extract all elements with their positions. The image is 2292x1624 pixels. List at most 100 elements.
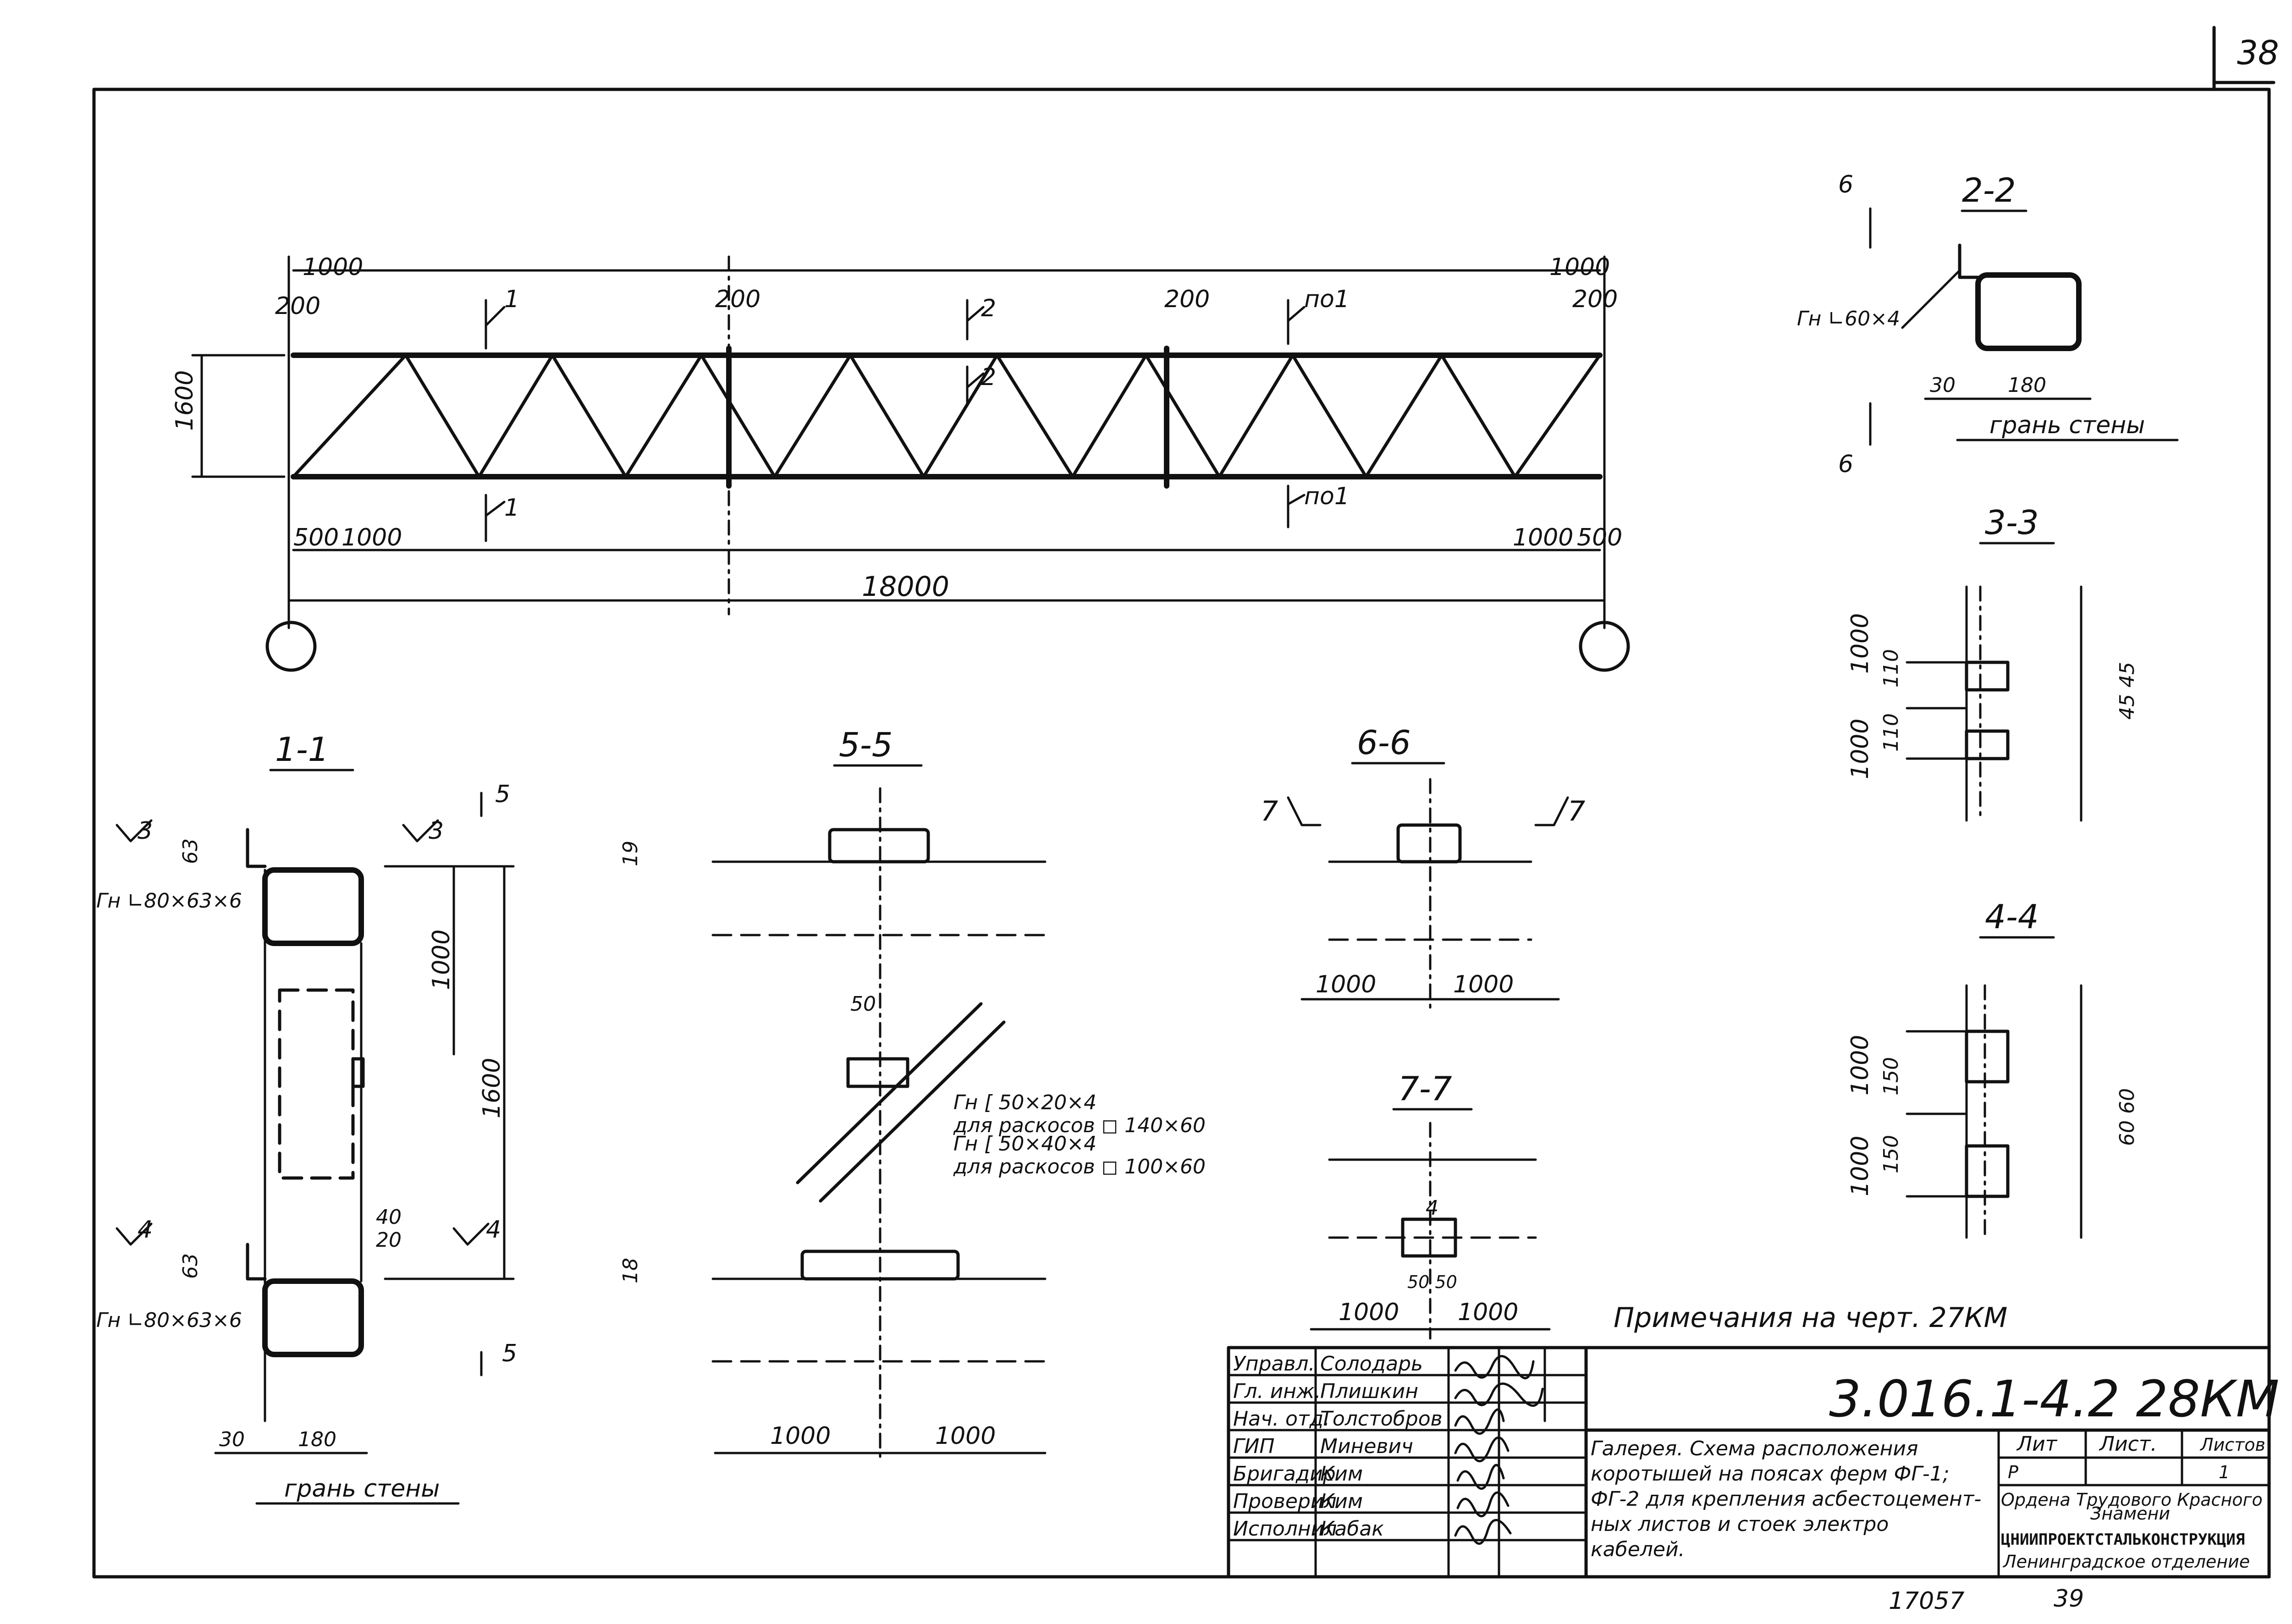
svg-text:для раскосов ◻ 140×60: для раскосов ◻ 140×60: [953, 1114, 1206, 1137]
svg-text:4-4: 4-4: [1985, 897, 2039, 936]
notes-reference: Примечания на черт. 27КМ: [1614, 1302, 2007, 1334]
svg-text:грань стены: грань стены: [1989, 412, 2145, 439]
svg-text:Гн [ 50×40×4: Гн [ 50×40×4: [953, 1132, 1096, 1156]
sheet-index: 39: [2054, 1585, 2084, 1613]
svg-text:110: 110: [1879, 713, 1903, 752]
svg-text:Знамени: Знамени: [2090, 1503, 2170, 1524]
svg-text:Толстобров: Толстобров: [1320, 1407, 1443, 1431]
svg-text:7: 7: [1568, 795, 1585, 827]
svg-text:200: 200: [275, 292, 320, 320]
svg-text:18000: 18000: [862, 571, 949, 603]
svg-text:500: 500: [1577, 524, 1622, 551]
svg-text:ГИП: ГИП: [1233, 1435, 1275, 1458]
svg-text:Ким: Ким: [1320, 1462, 1363, 1486]
section-7-7: 7-7 4 50 50 1000 1000: [1310, 1069, 1551, 1340]
svg-text:1000: 1000: [1458, 1299, 1518, 1326]
svg-text:1600: 1600: [171, 370, 198, 431]
svg-text:Миневич: Миневич: [1320, 1435, 1413, 1458]
svg-text:30: 30: [1930, 374, 1956, 397]
title-block: 3.016.1-4.2 28КМ Управл. Гл. инж. Нач. о…: [1227, 1346, 2279, 1579]
svg-text:1000: 1000: [428, 930, 455, 990]
svg-text:Гн ∟80×63×6: Гн ∟80×63×6: [96, 889, 242, 913]
svg-text:200: 200: [715, 286, 760, 313]
page-number: 38: [2237, 33, 2279, 72]
truss-elevation: 1000 1000 200 200 200 200 1600 500 1000 …: [171, 253, 1630, 672]
svg-text:по1: по1: [1304, 483, 1350, 510]
svg-text:1000: 1000: [1846, 719, 1874, 779]
svg-text:1000: 1000: [1846, 1136, 1874, 1196]
signature-5: [1456, 1464, 1505, 1490]
svg-text:2-2: 2-2: [1962, 171, 2016, 209]
signature-3: [1454, 1408, 1505, 1435]
signature-1: [1454, 1355, 1535, 1380]
svg-text:Управл.: Управл.: [1233, 1352, 1315, 1376]
svg-text:6-6: 6-6: [1357, 723, 1411, 762]
signature-6: [1456, 1491, 1510, 1518]
svg-text:20: 20: [376, 1228, 402, 1252]
svg-text:Нач. отд.: Нач. отд.: [1233, 1407, 1330, 1431]
svg-text:63: 63: [179, 1253, 202, 1279]
svg-text:Ким: Ким: [1320, 1490, 1363, 1513]
svg-text:5: 5: [502, 1340, 517, 1367]
svg-text:6: 6: [1838, 171, 1853, 198]
svg-text:18: 18: [619, 1258, 642, 1283]
svg-text:1000: 1000: [1846, 1035, 1874, 1096]
section-4-4: 4-4 1000 1000 150 150 60 60: [1846, 897, 2139, 1239]
svg-text:1000: 1000: [1549, 253, 1610, 281]
svg-text:5-5: 5-5: [839, 726, 893, 764]
svg-text:1000: 1000: [935, 1422, 996, 1450]
signature-4: [1454, 1436, 1510, 1463]
svg-text:Кабак: Кабак: [1320, 1517, 1384, 1541]
signature-7: [1454, 1519, 1512, 1545]
svg-text:1: 1: [2219, 1462, 2230, 1482]
svg-text:ЦНИИПРОЕКТСТАЛЬКОНСТРУКЦИЯ: ЦНИИПРОЕКТСТАЛЬКОНСТРУКЦИЯ: [2001, 1530, 2245, 1549]
svg-text:1-1: 1-1: [275, 730, 329, 769]
svg-text:45 45: 45 45: [2116, 662, 2139, 720]
archive-number: 17057: [1889, 1587, 1964, 1615]
svg-text:2: 2: [981, 295, 996, 322]
svg-text:180: 180: [298, 1428, 336, 1451]
svg-text:5: 5: [495, 781, 510, 808]
svg-text:7-7: 7-7: [1398, 1069, 1452, 1108]
svg-text:30: 30: [219, 1428, 245, 1451]
svg-text:Гн ∟80×63×6: Гн ∟80×63×6: [96, 1309, 242, 1332]
svg-text:по1: по1: [1304, 286, 1350, 313]
svg-text:1000: 1000: [1453, 971, 1514, 998]
signature-2: [1454, 1382, 1544, 1407]
svg-text:Гн ∟60×4: Гн ∟60×4: [1797, 307, 1900, 330]
svg-text:Ленинградское отделение: Ленинградское отделение: [2002, 1552, 2250, 1572]
svg-text:500: 500: [293, 524, 339, 551]
svg-text:для раскосов ◻ 100×60: для раскосов ◻ 100×60: [953, 1155, 1206, 1178]
svg-text:1: 1: [504, 286, 519, 313]
svg-text:Листов: Листов: [2199, 1435, 2265, 1455]
section-3-3: 3-3 1000 1000 110 110 45 45: [1846, 503, 2139, 822]
svg-text:грань стены: грань стены: [284, 1475, 440, 1503]
svg-text:1000: 1000: [303, 253, 363, 281]
svg-text:200: 200: [1164, 286, 1210, 313]
svg-text:кабелей.: кабелей.: [1591, 1538, 1685, 1561]
svg-text:7: 7: [1261, 795, 1278, 827]
svg-text:Гн [ 50×20×4: Гн [ 50×20×4: [953, 1091, 1096, 1114]
svg-text:Лит: Лит: [2016, 1432, 2058, 1456]
svg-text:3-3: 3-3: [1985, 503, 2039, 542]
svg-text:Проверил: Проверил: [1233, 1490, 1337, 1513]
svg-text:110: 110: [1879, 649, 1903, 688]
svg-text:коротышей на поясах ферм ФГ-1;: коротышей на поясах ферм ФГ-1;: [1591, 1462, 1950, 1486]
svg-text:Ордена Трудового Красного: Ордена Трудового Красного: [2001, 1490, 2263, 1510]
section-2-2: 2-2 6 6 Гн ∟60×4 30 180 грань стены: [1797, 171, 2179, 478]
svg-text:ных листов и стоек электро: ных листов и стоек электро: [1591, 1513, 1889, 1536]
svg-text:1000: 1000: [1316, 971, 1376, 998]
svg-text:4: 4: [486, 1216, 501, 1244]
svg-text:40: 40: [376, 1206, 402, 1229]
section-1-1: 1-1 3 3 5 4 4 5 63 63 Гн ∟80×63×6 Гн ∟80…: [96, 730, 517, 1505]
svg-text:1000: 1000: [1846, 613, 1874, 674]
svg-text:1: 1: [504, 494, 519, 522]
sheet-frame: [92, 88, 2271, 1579]
svg-text:50 50: 50 50: [1407, 1272, 1457, 1292]
section-6-6: 6-6 7 7 1000 1000: [1261, 723, 1585, 1010]
svg-text:150: 150: [1879, 1135, 1903, 1173]
svg-text:ФГ-2 для крепления асбестоцеме: ФГ-2 для крепления асбестоцемент-: [1591, 1487, 1981, 1511]
svg-text:2: 2: [981, 363, 996, 391]
svg-text:Плишкин: Плишкин: [1320, 1380, 1418, 1403]
